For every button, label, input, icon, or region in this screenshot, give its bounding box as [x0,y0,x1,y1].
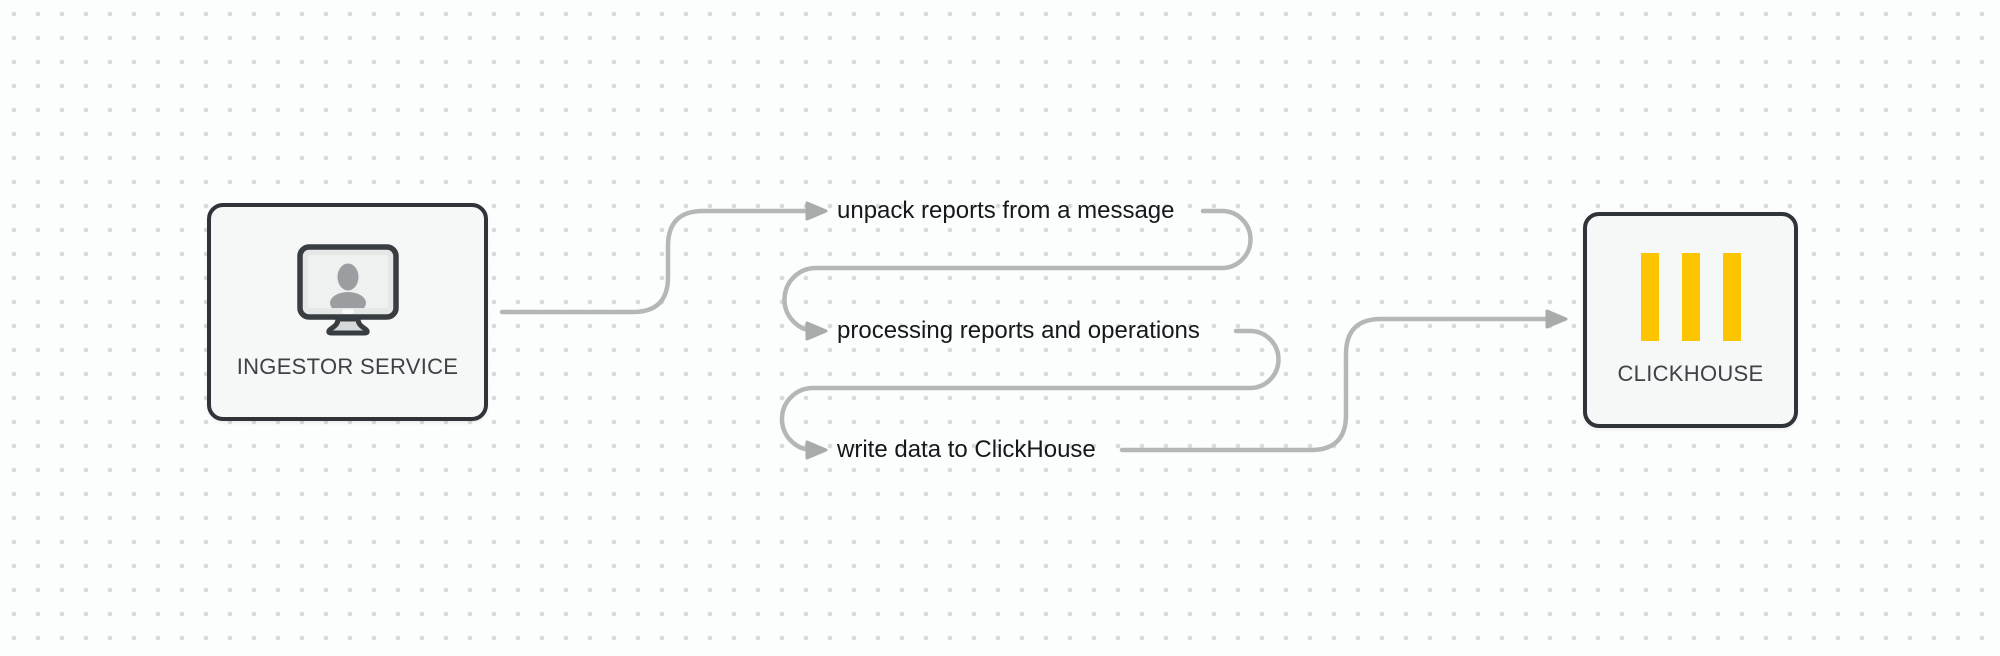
clickhouse-bars-icon [1640,253,1741,341]
arrowhead-step3 [805,440,828,460]
arrowhead-step2 [805,321,828,341]
clickhouse-label: CLICKHOUSE [1617,361,1764,386]
node-clickhouse: CLICKHOUSE [1583,212,1798,428]
connector-step1-to-step2 [782,208,1253,334]
arrowhead-clickhouse [1545,309,1568,329]
connector-step2-to-step3 [779,328,1281,453]
monitor-user-icon [296,244,399,338]
connector-step3-to-clickhouse [1119,316,1551,453]
connector-ingestor-to-step1 [499,208,811,315]
step-label-write-data: write data to ClickHouse [837,436,1096,463]
step-label-processing-reports: processing reports and operations [837,317,1200,344]
ingestor-service-label: INGESTOR SERVICE [236,354,459,379]
step-label-unpack-reports: unpack reports from a message [837,197,1175,224]
node-ingestor-service: INGESTOR SERVICE [207,203,488,421]
arrowhead-step1 [805,201,828,221]
